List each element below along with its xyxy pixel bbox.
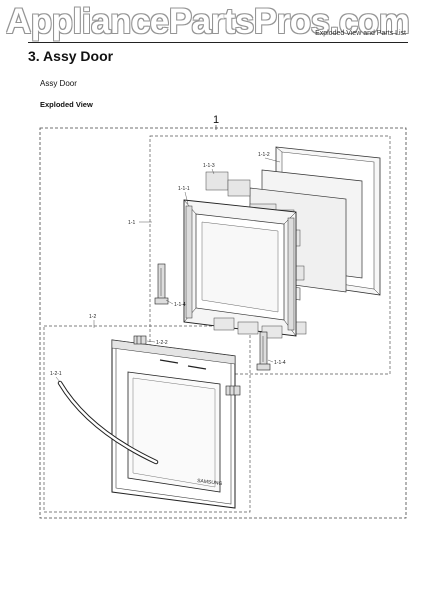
callout-1-1-2: 1-1-2	[258, 152, 270, 158]
page-subtitle: Assy Door	[40, 79, 77, 88]
clip-upper	[133, 335, 147, 345]
page-title: 3. Assy Door	[28, 48, 114, 64]
header-section-label: Exploded View and Parts List	[315, 30, 406, 37]
callout-1-1-4a: 1-1-4	[174, 302, 186, 308]
callout-1-1: 1-1	[128, 220, 135, 226]
callout-1-2-2: 1-2-2	[156, 340, 168, 346]
outer-boundary	[39, 127, 407, 519]
brand-mark: SAMSUNG	[197, 478, 223, 487]
callout-1-2: 1-2	[89, 314, 96, 320]
callout-1-1-3: 1-1-3	[203, 163, 215, 169]
callout-1-1-1: 1-1-1	[178, 186, 190, 192]
door-handle	[57, 380, 159, 465]
callout-1-1-4b: 1-1-4	[274, 360, 286, 366]
clip-lower	[225, 385, 241, 396]
hinge-left	[154, 263, 169, 305]
hinge-right	[256, 331, 271, 371]
section-label: Exploded View	[40, 100, 93, 109]
watermark-logo: AppliancePartsPros.com	[6, 2, 410, 41]
callout-1: 1	[213, 114, 219, 126]
inner-door-frame	[183, 199, 297, 337]
boundary-1-2	[43, 325, 251, 513]
callout-1-2-1: 1-2-1	[50, 371, 62, 377]
boundary-1-1	[149, 135, 391, 375]
header-rule	[28, 42, 408, 43]
